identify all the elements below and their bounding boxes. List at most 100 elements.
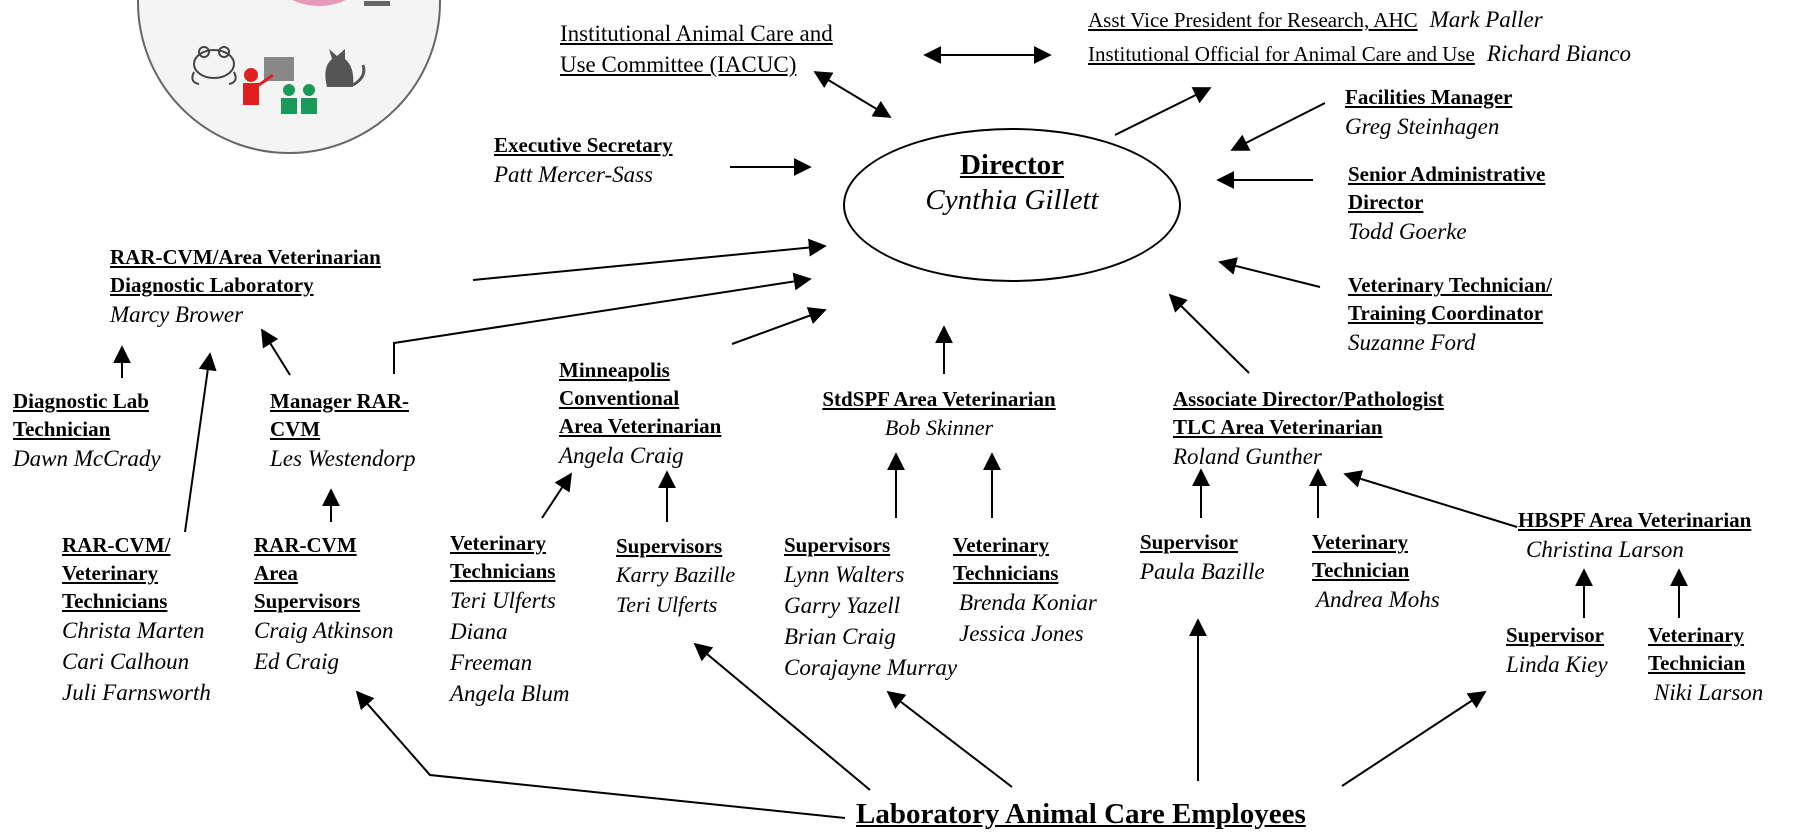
arrow-employees-hbspf — [1341, 691, 1487, 787]
tlc-vet-tech-title2: Technician — [1312, 558, 1410, 582]
frog-icon — [191, 46, 237, 85]
iacuc-line1: Institutional Animal Care and — [560, 21, 833, 46]
assoc-director-title2: TLC Area Veterinarian — [1173, 415, 1383, 439]
hbspf-vet-tech-title1: Veterinary — [1648, 623, 1745, 647]
cat-icon — [325, 49, 366, 87]
vet-tech-training-title2: Training Coordinator — [1348, 301, 1544, 325]
hbspf-supervisor-name: Linda Kiey — [1506, 652, 1608, 677]
rar-supervisors-title1: RAR-CVM — [254, 533, 357, 557]
arrow-employees-rar-supervisors — [355, 690, 846, 819]
stdspf-supervisors-node: Supervisors Lynn Walters Garry Yazell Br… — [784, 531, 957, 683]
stdspf-vet-techs-title2: Technicians — [953, 561, 1059, 585]
vp-title2: Institutional Official for Animal Care a… — [1088, 42, 1475, 66]
microscope-icon — [364, 1, 390, 6]
rar-supervisors-title2: Area — [254, 561, 298, 585]
vp-name1: Mark Paller — [1429, 7, 1543, 32]
arrow-manager-rar-diag — [261, 328, 291, 376]
manager-rar-node: Manager RAR- CVM Les Westendorp — [270, 387, 415, 474]
diag-tech-node: Diagnostic Lab Technician Dawn McCrady — [13, 387, 161, 474]
stdspf-vet-techs-node: Veterinary Technicians Brenda Koniar Jes… — [953, 531, 1097, 649]
vp-name2: Richard Bianco — [1486, 41, 1632, 66]
rar-vet-tech-name: Juli Farnsworth — [62, 680, 211, 705]
tlc-supervisor-title: Supervisor — [1140, 530, 1239, 554]
rar-supervisors-title3: Supervisors — [254, 589, 361, 613]
mpls-vet-techs-node: Veterinary Technicians Teri Ulferts Dian… — [450, 529, 569, 709]
director-name: Cynthia Gillett — [925, 184, 1099, 216]
hbspf-vet-tech-node: Veterinary Technician Niki Larson — [1648, 621, 1763, 708]
arrow-hbspf-assoc — [1343, 470, 1518, 528]
stdspf-name: Bob Skinner — [884, 415, 994, 440]
tlc-supervisor-name: Paula Bazille — [1140, 559, 1265, 584]
exec-secretary-title: Executive Secretary — [494, 133, 673, 157]
assoc-director-name: Roland Gunther — [1173, 444, 1322, 469]
stdspf-node: StdSPF Area Veterinarian Bob Skinner — [803, 385, 1075, 443]
rar-supervisors-node: RAR-CVM Area Supervisors Craig Atkinson … — [254, 531, 394, 677]
hbspf-node: HBSPF Area Veterinarian Christina Larson — [1518, 506, 1751, 565]
rar-vet-techs-title1: RAR-CVM/ — [62, 533, 171, 557]
assoc-director-title1: Associate Director/Pathologist — [1173, 387, 1444, 411]
iacuc-line2: Use Committee (IACUC) — [560, 52, 797, 77]
tlc-vet-tech-name: Andrea Mohs — [1316, 587, 1440, 612]
exec-secretary-node: Executive Secretary Patt Mercer-Sass — [494, 131, 673, 190]
arrow-manager-rar-director — [393, 272, 812, 374]
mpls-vet-tech-name: Freeman — [450, 650, 533, 675]
stdspf-supervisor-name: Brian Craig — [784, 624, 896, 649]
mpls-supervisors-title: Supervisors — [616, 534, 723, 558]
mpls-vet-tech-name: Teri Ulferts — [450, 588, 556, 613]
mpls-name: Angela Craig — [559, 443, 684, 468]
mpls-supervisor-name: Karry Bazille — [616, 562, 736, 587]
mpls-supervisor-name: Teri Ulferts — [616, 592, 718, 617]
arrow-rar-vet-techs — [184, 352, 217, 533]
diag-tech-title2: Technician — [13, 417, 111, 441]
arrow-iacuc-director — [813, 71, 892, 118]
arrow-assoc-director — [1168, 293, 1250, 374]
rar-vet-tech-name: Cari Calhoun — [62, 649, 190, 674]
stdspf-supervisor-name: Lynn Walters — [784, 562, 905, 587]
rar-vet-techs-title3: Technicians — [62, 589, 168, 613]
assoc-director-node: Associate Director/Pathologist TLC Area … — [1173, 385, 1444, 472]
stdspf-vet-techs-title1: Veterinary — [953, 533, 1050, 557]
mpls-supervisors-node: Supervisors Karry Bazille Teri Ulferts — [616, 532, 735, 620]
rar-diag-title1: RAR-CVM/Area Veterinarian — [110, 245, 381, 269]
stdspf-vet-tech-name: Brenda Koniar — [959, 590, 1097, 615]
hbspf-vet-tech-title2: Technician — [1648, 651, 1746, 675]
mpls-title3: Area Veterinarian — [559, 414, 722, 438]
exec-secretary-name: Patt Mercer-Sass — [494, 162, 654, 187]
iacuc-node: Institutional Animal Care and Use Commit… — [560, 18, 833, 80]
rar-diag-title2: Diagnostic Laboratory — [110, 273, 314, 297]
stdspf-title: StdSPF Area Veterinarian — [822, 387, 1056, 411]
mpls-vet-techs-title2: Technicians — [450, 559, 556, 583]
senior-admin-node: Senior Administrative Director Todd Goer… — [1348, 160, 1545, 247]
arrow-employees-mpls — [693, 642, 871, 791]
vp-node: Asst Vice President for Research, AHC Ma… — [1088, 4, 1631, 72]
arrow-employees-stdspf — [886, 690, 1013, 788]
tlc-vet-tech-node: Veterinary Technician Andrea Mohs — [1312, 528, 1440, 615]
vet-tech-training-node: Veterinary Technician/ Training Coordina… — [1348, 271, 1552, 358]
arrow-mpls-vet-techs — [541, 472, 572, 519]
director-node: Director Cynthia Gillett — [843, 128, 1181, 282]
senior-admin-title1: Senior Administrative — [1348, 162, 1546, 186]
vet-tech-training-title1: Veterinary Technician/ — [1348, 273, 1552, 297]
senior-admin-name: Todd Goerke — [1348, 219, 1467, 244]
rar-supervisor-name: Ed Craig — [254, 649, 339, 674]
teacher-icon — [243, 57, 294, 105]
mpls-title1: Minneapolis — [559, 358, 670, 382]
arrow-facilities — [1230, 102, 1326, 151]
arrow-vet-tech-training — [1218, 257, 1321, 288]
hbspf-supervisor-node: Supervisor Linda Kiey — [1506, 621, 1608, 680]
employees-label: Laboratory Animal Care Employees — [856, 798, 1306, 830]
tlc-supervisor-node: Supervisor Paula Bazille — [1140, 528, 1265, 587]
hbspf-supervisor-title: Supervisor — [1506, 623, 1605, 647]
senior-admin-title2: Director — [1348, 190, 1424, 214]
mpls-vet-tech-name: Angela Blum — [450, 681, 570, 706]
rar-vet-tech-name: Christa Marten — [62, 618, 205, 643]
director-title: Director — [959, 149, 1065, 181]
hbspf-vet-tech-name: Niki Larson — [1654, 680, 1764, 705]
facilities-title: Facilities Manager — [1345, 85, 1513, 109]
rar-diag-node: RAR-CVM/Area Veterinarian Diagnostic Lab… — [110, 243, 381, 330]
mpls-vet-tech-name: Diana — [450, 619, 508, 644]
facilities-name: Greg Steinhagen — [1345, 114, 1500, 139]
stdspf-vet-tech-name: Jessica Jones — [959, 621, 1084, 646]
rar-supervisor-name: Craig Atkinson — [254, 618, 394, 643]
